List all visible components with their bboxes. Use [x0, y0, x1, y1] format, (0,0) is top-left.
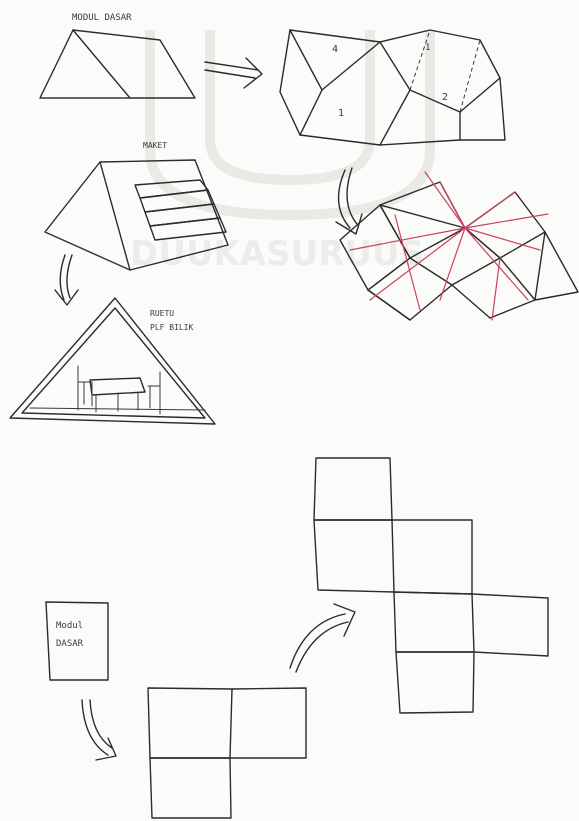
maket-label: MAKET: [143, 141, 167, 150]
modul-dasar-box-line2: DASAR: [56, 639, 84, 649]
ruang-label: RUETU: [150, 309, 174, 318]
combined-prism-sketch: 4 1 1 2: [280, 30, 505, 145]
face-number-1: 1: [338, 108, 344, 119]
modul-dasar-label: MODUL DASAR: [72, 13, 132, 23]
face-number-4: 4: [332, 44, 338, 55]
square-net-large: [314, 458, 548, 713]
watermark-text: DUUKASURUUS: [130, 234, 424, 274]
room-section: RUETU PLF BILIK: [10, 298, 215, 424]
ruang-sub-label: PLF BILIK: [150, 323, 194, 332]
square-net-small: [148, 688, 306, 818]
face-number-1b: 1: [425, 43, 430, 53]
modul-dasar-box-line1: Modul: [56, 621, 83, 631]
down-arrow-icon: [55, 255, 78, 305]
modul-dasar-prism: MODUL DASAR: [40, 13, 195, 98]
modul-dasar-box: Modul DASAR: [46, 602, 108, 680]
curved-down-arrow-icon: [82, 700, 116, 760]
curved-up-arrow-icon: [290, 604, 355, 672]
face-number-2: 2: [442, 92, 448, 103]
